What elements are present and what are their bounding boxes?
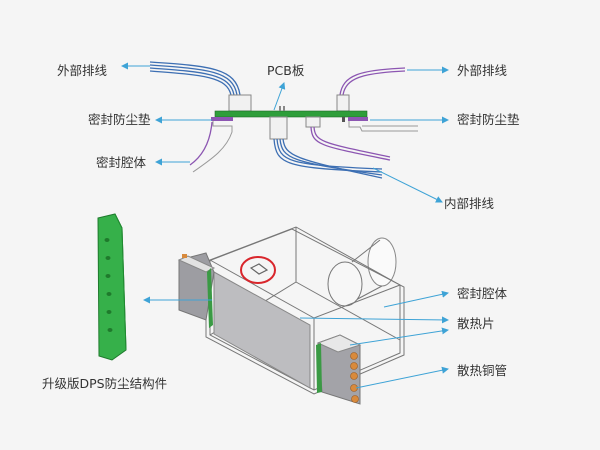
external-cable-right-line: [339, 67, 406, 96]
pcb-pin-bottom: [342, 117, 345, 122]
heat-sink-panel: [213, 271, 311, 389]
pcb-pin: [279, 106, 281, 111]
copper-pipe-left: [182, 254, 187, 258]
label-external-cable-right: 外部排线: [457, 63, 508, 78]
label-heat-sink: 散热片: [457, 316, 495, 331]
external-cable-right-line-2: [342, 70, 406, 96]
label-sealed-cavity-bottom: 密封腔体: [457, 286, 508, 301]
sealed-cavity-assembly: [177, 226, 405, 405]
label-external-cable-left: 外部排线: [57, 63, 108, 78]
fan-cylinder-back: [367, 237, 397, 287]
dps-green-strip-left: [207, 268, 213, 328]
external-cable-left-lines: [149, 61, 241, 96]
label-seal-gasket-left: 密封防尘垫: [88, 112, 151, 127]
connector-top-left: [228, 94, 252, 112]
internal-purple-cable: [310, 126, 391, 161]
connector-top-right: [336, 94, 350, 112]
leader-lines-top: [121, 62, 449, 203]
label-sealed-cavity-top: 密封腔体: [96, 155, 147, 170]
seal-gasket-left: [211, 117, 233, 121]
pcb-board: [214, 110, 368, 118]
label-internal-cable: 内部排线: [444, 196, 495, 211]
label-pcb-board: PCB板: [267, 63, 305, 78]
sealed-cavity-wall-right: [348, 121, 418, 132]
internal-cable-lines: [273, 138, 383, 179]
label-seal-gasket-right: 密封防尘垫: [457, 112, 520, 127]
seal-gasket-right: [348, 117, 368, 121]
chip-square: [249, 263, 269, 275]
internal-purple-cable-2: [313, 126, 391, 158]
cavity-purple-line-left: [189, 121, 213, 166]
sealed-cavity-wall-left: [192, 121, 233, 173]
dps-block-right-top: [316, 334, 362, 353]
label-dps-dust-part: 升级版DPS防尘结构件: [42, 376, 167, 391]
pcb-pin: [283, 106, 285, 111]
highlight-circle: [240, 256, 276, 284]
pcb-cross-section: [149, 61, 418, 179]
copper-pipes-right: [350, 352, 359, 403]
fan-cylinder-front: [327, 261, 363, 307]
dps-dust-part-illustration: [97, 213, 127, 361]
connector-bottom-mid: [269, 116, 288, 140]
connector-bottom-right: [305, 116, 321, 128]
label-heat-pipe: 散热铜管: [457, 363, 507, 378]
leader-lines-bottom: [143, 290, 449, 389]
dps-green-strip-right: [316, 343, 322, 393]
